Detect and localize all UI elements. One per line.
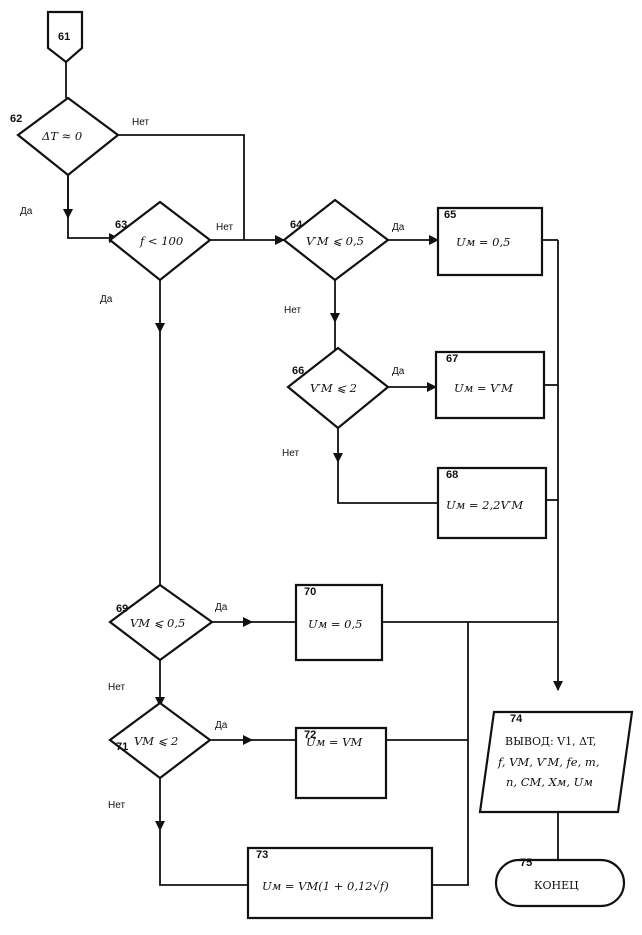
process-70-number: 70 <box>304 586 316 598</box>
decision-62-condition: ΔT ≈ 0 <box>41 129 82 143</box>
decision-71-number: 71 <box>116 741 128 753</box>
terminator-75-number: 75 <box>520 857 532 869</box>
process-72-formula: Uм = VM <box>306 735 363 749</box>
process-70: 70 Uм = 0,5 <box>294 583 384 662</box>
process-68-number: 68 <box>446 469 458 481</box>
process-65: 65 Uм = 0,5 <box>436 206 544 277</box>
decision-69-no-label: Нет <box>108 682 125 693</box>
process-72: 72 Uм = VM <box>294 726 388 800</box>
decision-64-yes-label: Да <box>392 222 405 233</box>
wire-71-no <box>159 830 248 886</box>
decision-63: 63 f < 100 Нет Да <box>100 200 233 305</box>
decision-64-number: 64 <box>290 219 303 231</box>
decision-66-number: 66 <box>292 365 304 377</box>
decision-62-yes-label: Да <box>20 206 33 217</box>
process-67-formula: Uм = V′M <box>454 381 514 395</box>
output-74-line2: f, VM, V′M, fe, m, <box>497 755 599 769</box>
process-67-number: 67 <box>446 353 458 365</box>
process-70-formula: Uм = 0,5 <box>308 617 362 631</box>
process-65-number: 65 <box>444 209 456 221</box>
decision-66-yes-label: Да <box>392 366 405 377</box>
output-74: 74 ВЫВОД: V1, ΔT, f, VM, V′M, fe, m, n, … <box>478 710 634 814</box>
process-67: 67 Uм = V′M <box>434 350 546 420</box>
wire-62-no <box>118 134 245 240</box>
decision-71: 71 VM ⩽ 2 Да Нет <box>108 701 228 811</box>
process-68: 68 Uм = 2,2V′M <box>436 466 548 540</box>
decision-63-number: 63 <box>115 219 127 231</box>
decision-64-no-label: Нет <box>284 305 301 316</box>
decision-66: 66 V′M ⩽ 2 Да Нет <box>282 346 405 459</box>
decision-66-no-label: Нет <box>282 448 299 459</box>
process-65-formula: Uм = 0,5 <box>456 235 510 249</box>
process-73-formula: Uм = VM(1 + 0,12√f) <box>262 879 389 893</box>
decision-71-no-label: Нет <box>108 800 125 811</box>
decision-71-yes-label: Да <box>215 720 228 731</box>
process-68-formula: Uм = 2,2V′M <box>446 498 524 512</box>
process-73: 73 Uм = VM(1 + 0,12√f) <box>246 846 434 920</box>
decision-69: 69 VM ⩽ 0,5 Да Нет <box>108 583 228 693</box>
decision-64: 64 V′M ⩽ 0,5 Да Нет <box>282 198 405 316</box>
decision-63-condition: f < 100 <box>139 234 183 248</box>
decision-63-yes-label: Да <box>100 294 113 305</box>
decision-62-no-label: Нет <box>132 117 149 128</box>
decision-66-condition: V′M ⩽ 2 <box>310 381 357 395</box>
terminator-75: 75 КОНЕЦ <box>494 857 626 908</box>
decision-69-number: 69 <box>116 603 128 615</box>
wire-66-no <box>337 462 438 504</box>
process-72-number: 72 <box>304 729 316 741</box>
decision-69-condition: VM ⩽ 0,5 <box>130 616 185 630</box>
output-74-line1: ВЫВОД: V1, ΔT, <box>505 735 596 748</box>
terminator-75-label: КОНЕЦ <box>534 879 579 892</box>
connector-61-number: 61 <box>58 31 70 43</box>
decision-63-no-label: Нет <box>216 222 233 233</box>
decision-64-condition: V′M ⩽ 0,5 <box>306 234 364 248</box>
process-73-number: 73 <box>256 849 268 861</box>
output-74-number: 74 <box>510 713 523 725</box>
decision-71-condition: VM ⩽ 2 <box>134 734 178 748</box>
decision-62: 62 ΔT ≈ 0 Нет Да <box>10 96 149 217</box>
wire-62-yes <box>67 175 119 243</box>
output-74-line3: n, CM, Xм, Uм <box>506 775 593 789</box>
decision-62-number: 62 <box>10 113 22 125</box>
wire-73-out <box>432 622 469 886</box>
decision-69-yes-label: Да <box>215 602 228 613</box>
connector-61: 61 <box>46 10 84 64</box>
